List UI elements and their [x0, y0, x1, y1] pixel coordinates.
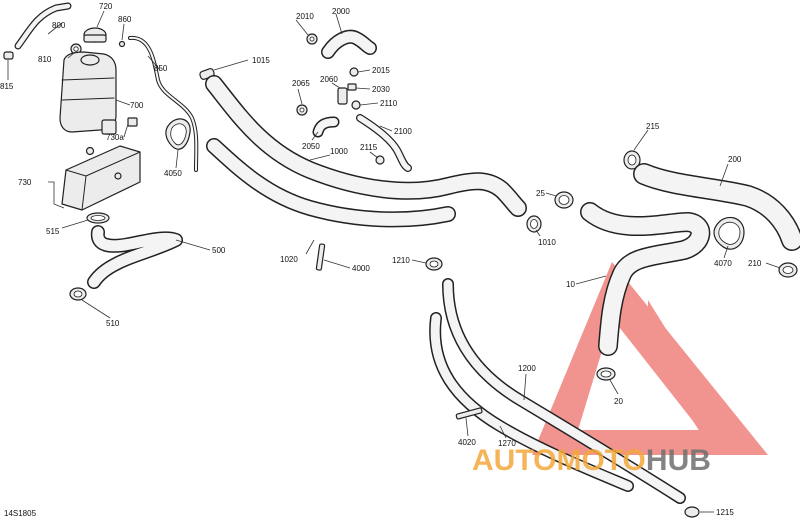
clamp-2010 [306, 33, 318, 45]
bracket-730a [127, 117, 138, 127]
callout-200: 200 [728, 155, 742, 164]
callout-700: 700 [130, 101, 144, 110]
callout-860: 860 [118, 15, 132, 24]
hose-1020 [206, 138, 456, 228]
callout-2000: 2000 [332, 7, 350, 16]
callout-2050: 2050 [302, 142, 320, 151]
clamp-2110 [351, 100, 361, 110]
leader-lines [7, 10, 781, 513]
clamp-2015 [349, 67, 359, 77]
breather-hose-850 [128, 35, 199, 172]
gasket-4070 [713, 216, 745, 250]
coolant-reservoir-700 [59, 51, 117, 135]
hose-2000 [321, 29, 377, 59]
callout-2060: 2060 [320, 75, 338, 84]
callout-815: 815 [0, 82, 14, 91]
pressure-cap-720 [83, 27, 107, 43]
watermark-logo [532, 262, 768, 455]
hose-2050 [312, 116, 340, 138]
callout-20: 20 [614, 397, 623, 406]
reservoir-bracket-730 [61, 145, 141, 211]
fitting-2030 [347, 83, 357, 91]
callout-810: 810 [38, 55, 52, 64]
callout-2100: 2100 [394, 127, 412, 136]
callout-labels: 800 720 860 810 815 850 700 730a 730 515… [0, 2, 762, 517]
callout-1020: 1020 [280, 255, 298, 264]
tie-4000 [315, 243, 326, 271]
callout-730: 730 [18, 178, 32, 187]
callout-500: 500 [212, 246, 226, 255]
callout-2115: 2115 [360, 143, 378, 152]
callout-2030: 2030 [372, 85, 390, 94]
connector-2060 [337, 87, 348, 105]
clamp-515 [86, 212, 110, 224]
hose-1200 [442, 278, 686, 504]
callout-1000: 1000 [330, 147, 348, 156]
svg-text:AUTOMOTOHUB: AUTOMOTOHUB [472, 444, 711, 477]
clamp-510 [69, 287, 87, 301]
callout-2065: 2065 [292, 79, 310, 88]
callout-210: 210 [748, 259, 762, 268]
watermark-text-part1: AUTOMOTO [472, 444, 646, 477]
clamp-215 [623, 150, 641, 170]
callout-515: 515 [46, 227, 60, 236]
clamp-1215 [684, 506, 700, 518]
callout-730a: 730a [106, 133, 124, 142]
callout-1010: 1010 [538, 238, 556, 247]
callout-2010: 2010 [296, 12, 314, 21]
callout-2015: 2015 [372, 66, 390, 75]
hose-500 [87, 225, 183, 289]
callout-1200: 1200 [518, 364, 536, 373]
callout-1210: 1210 [392, 256, 410, 265]
gasket-4050 [165, 118, 191, 150]
fitting-860 [118, 40, 126, 48]
hose-10 [580, 202, 711, 356]
callout-720: 720 [99, 2, 113, 11]
hose-800 [14, 2, 72, 50]
callout-10: 10 [566, 280, 575, 289]
hose-200 [633, 163, 800, 251]
callout-850: 850 [154, 64, 168, 73]
clamp-1010 [526, 215, 542, 233]
callout-1215: 1215 [716, 508, 734, 517]
callout-4020: 4020 [458, 438, 476, 447]
callout-1015: 1015 [252, 56, 270, 65]
callout-25: 25 [536, 189, 545, 198]
callout-1270: 1270 [498, 439, 516, 448]
clamp-815 [3, 51, 14, 60]
callout-510: 510 [106, 319, 120, 328]
clamp-210 [778, 262, 798, 278]
hose-1000 [205, 75, 527, 217]
callout-2110: 2110 [380, 99, 398, 108]
clamp-20 [596, 367, 616, 381]
callout-4000: 4000 [352, 264, 370, 273]
clamp-1210 [425, 257, 443, 271]
hose-2100 [356, 114, 412, 172]
clamp-25 [554, 191, 574, 209]
callout-215: 215 [646, 122, 660, 131]
clamp-810 [70, 43, 82, 55]
callout-800: 800 [52, 21, 66, 30]
watermark-text: AUTOMOTOHUB [472, 444, 711, 477]
diagram-code: 14S1805 [4, 509, 37, 518]
tie-4020 [455, 407, 483, 420]
clamp-2065 [296, 104, 308, 116]
callout-4050: 4050 [164, 169, 182, 178]
watermark-text-part2: HUB [646, 444, 711, 477]
callout-4070: 4070 [714, 259, 732, 268]
